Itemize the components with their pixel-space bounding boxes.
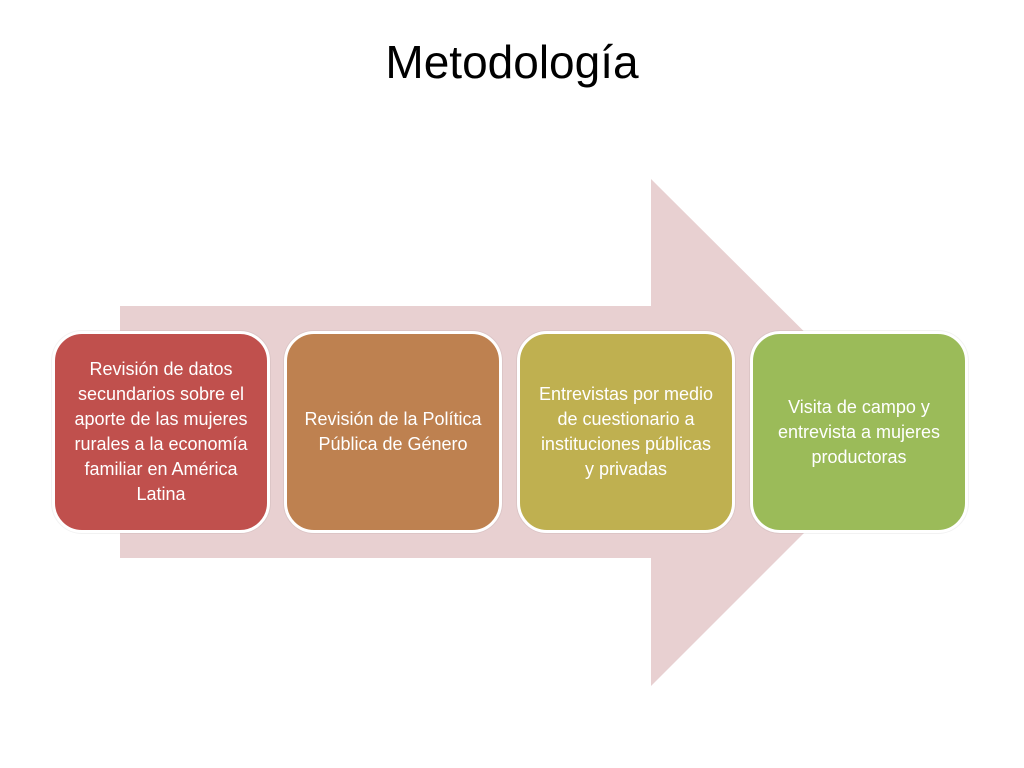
step-2-box: Revisión de la Política Pública de Géner… bbox=[284, 331, 502, 533]
step-1-text: Revisión de datos secundarios sobre el a… bbox=[74, 359, 248, 504]
step-3-text: Entrevistas por medio de cuestionario a … bbox=[538, 384, 714, 479]
step-4-text: Visita de campo y entrevista a mujeres p… bbox=[777, 396, 941, 467]
step-3-box: Entrevistas por medio de cuestionario a … bbox=[517, 331, 735, 533]
step-2-text: Revisión de la Política Pública de Géner… bbox=[304, 409, 482, 454]
slide-title: Metodología bbox=[385, 36, 639, 88]
step-4-box: Visita de campo y entrevista a mujeres p… bbox=[750, 331, 968, 533]
arrow-shape bbox=[120, 179, 905, 686]
step-1-box: Revisión de datos secundarios sobre el a… bbox=[52, 331, 270, 533]
